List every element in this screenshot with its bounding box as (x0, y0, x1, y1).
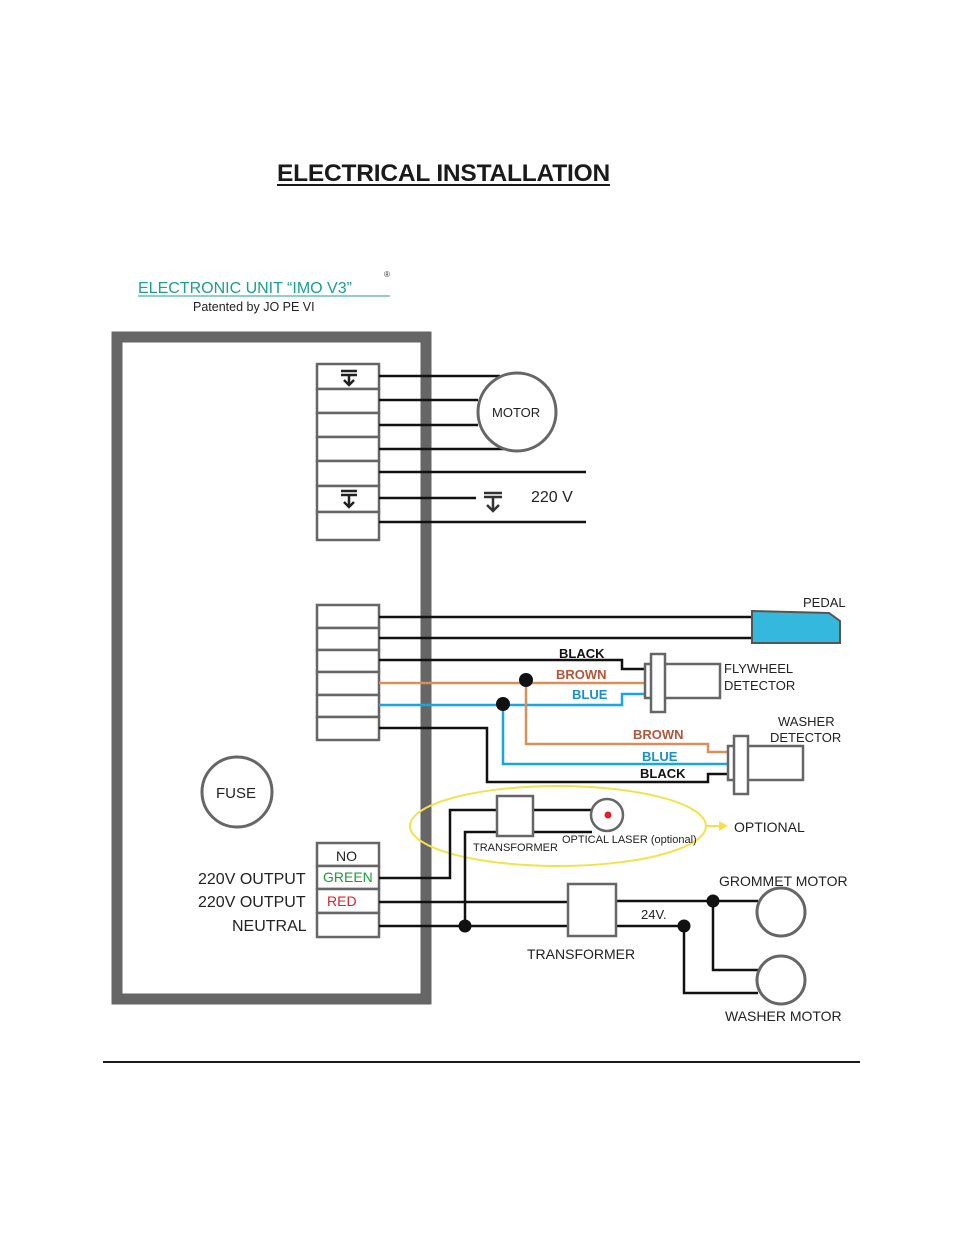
transformer-small-label: TRANSFORMER (473, 842, 558, 854)
patent-text: Patented by JO PE VI (193, 300, 315, 314)
motor-label: MOTOR (492, 405, 540, 420)
voltage-24-label: 24V. (641, 907, 667, 922)
optional-label: OPTIONAL (734, 819, 805, 835)
flywheel-detector-label: DETECTOR (724, 678, 795, 693)
terminal-no-label: NO (336, 848, 357, 864)
optional-arrow-head (719, 821, 728, 831)
terminal-red-label: RED (327, 893, 357, 909)
washer-blue-label: BLUE (642, 749, 678, 764)
registered-mark: ® (384, 270, 390, 279)
flywheel-black-label: BLACK (559, 646, 605, 661)
flywheel-blue-label: BLUE (572, 687, 608, 702)
washer-detector-label: DETECTOR (770, 730, 841, 745)
washer-motor-icon (757, 956, 805, 1004)
optional-ellipse (410, 786, 706, 866)
grommet-motor-icon (757, 888, 805, 936)
washer-brown-label: BROWN (633, 727, 684, 742)
transformer-main-icon (568, 884, 616, 936)
unit-name: ELECTRONIC UNIT “IMO V3” (138, 280, 352, 297)
terminal-block-sensors (317, 605, 379, 740)
output-red-label: 220V OUTPUT (198, 894, 306, 911)
fuse-label: FUSE (216, 785, 256, 802)
footer-rule (103, 1061, 860, 1063)
terminal-green-label: GREEN (323, 869, 373, 885)
laser-dot-icon (605, 812, 612, 819)
output-green-label: 220V OUTPUT (198, 871, 306, 888)
terminal-block-power (317, 364, 379, 540)
pedal-wires (379, 617, 752, 638)
flywheel-detector-icon (645, 654, 720, 712)
pedal-label: PEDAL (803, 595, 846, 610)
washer-blue-wire (503, 705, 730, 764)
pedal-icon (752, 611, 840, 643)
washer-detector-label: WASHER (778, 714, 835, 729)
flywheel-brown-label: BROWN (556, 667, 607, 682)
junction-dot (459, 920, 472, 933)
grommet-motor-label: GROMMET MOTOR (719, 873, 848, 889)
washer-black-label: BLACK (640, 766, 686, 781)
washer-motor-label: WASHER MOTOR (725, 1008, 842, 1024)
junction-dot (519, 673, 533, 687)
transformer-small-icon (497, 796, 533, 836)
junction-dot (496, 697, 510, 711)
transformer-main-label: TRANSFORMER (527, 946, 635, 962)
flywheel-detector-label: FLYWHEEL (724, 661, 793, 676)
junction-dot (678, 920, 691, 933)
optical-laser-label: OPTICAL LASER (optional) (562, 834, 697, 846)
neutral-label: NEUTRAL (232, 918, 307, 935)
supply-voltage-label: 220 V (531, 489, 573, 506)
ground-icon (484, 493, 502, 511)
junction-dot (707, 895, 720, 908)
